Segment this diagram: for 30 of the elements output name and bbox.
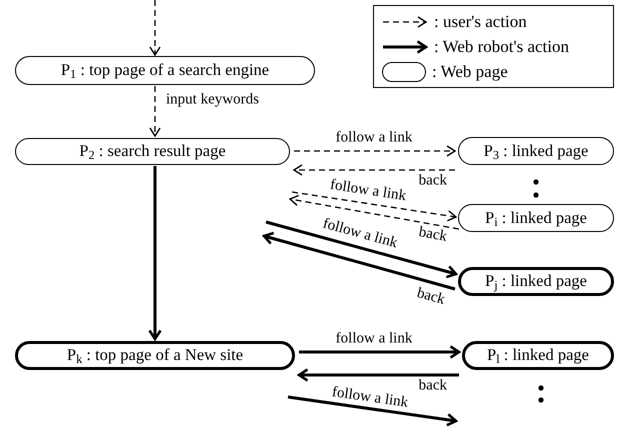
page-title: P$_{1}$ : top page of a search engine	[60, 62, 270, 79]
web-page-box	[458, 267, 614, 296]
page-title: P$_{l}$ : linked page	[487, 347, 589, 364]
arrow	[293, 164, 455, 176]
arrow	[266, 220, 458, 278]
arrow	[299, 345, 460, 359]
page-title: P$_{k}$ : top page of a New site	[66, 347, 244, 364]
web-page-box	[15, 341, 295, 370]
legend-text: : user's action	[434, 13, 527, 30]
page-title: P$_{3}$ : linked page	[484, 142, 588, 160]
legend-text: : Web robot's action	[434, 38, 569, 55]
arrow	[262, 232, 456, 290]
web-page-box	[462, 341, 614, 370]
web-page-box	[15, 56, 315, 85]
legend-text: : Web page	[432, 63, 508, 80]
edge-label: input keywords	[165, 92, 260, 108]
web-page-box	[458, 137, 614, 165]
arrow	[149, 86, 161, 137]
page-title: P$_{j}$ : linked page	[485, 273, 587, 290]
arrow	[294, 145, 456, 157]
arrow	[148, 166, 162, 340]
arrow	[298, 368, 459, 382]
page-title: P$_{i}$ : linked page	[485, 210, 587, 226]
arrow	[292, 191, 457, 222]
arrow	[289, 194, 460, 230]
page-title: P$_{2}$ : search result page	[79, 143, 226, 160]
arrow	[149, 0, 161, 56]
web-page-box	[15, 138, 290, 165]
web-page-box	[458, 204, 614, 232]
arrow	[288, 396, 458, 427]
